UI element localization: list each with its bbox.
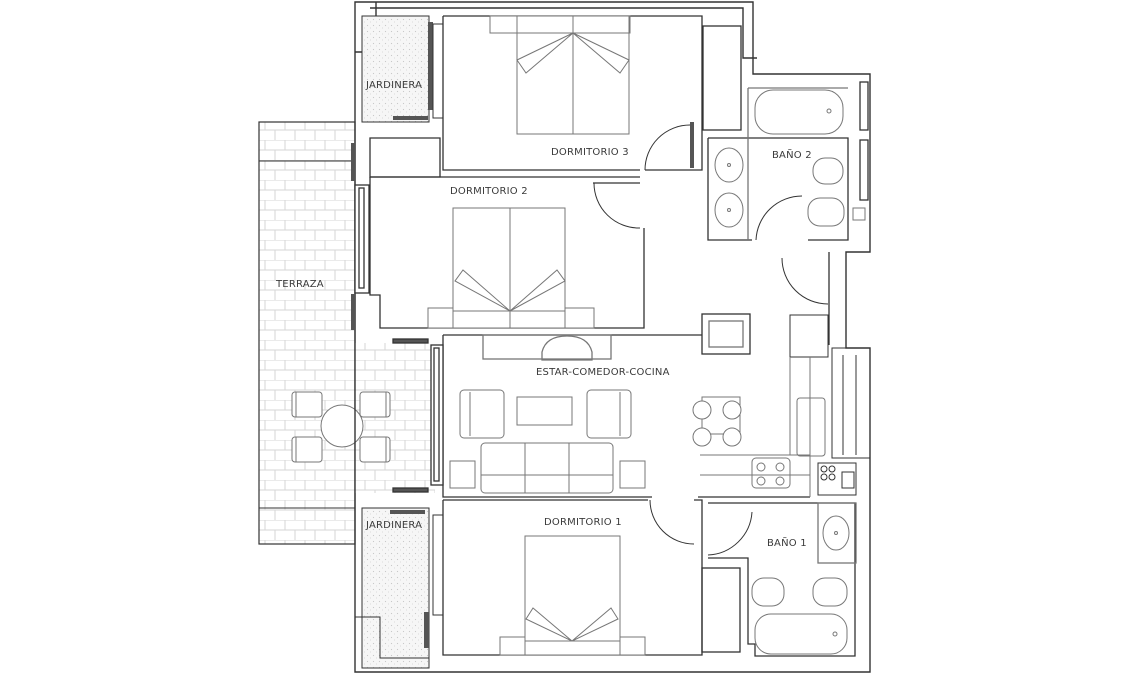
bed-dormitorio-1 [499,535,646,656]
jardinera-top [361,15,444,123]
label-terraza: TERRAZA [276,279,324,290]
kitchen [700,314,871,497]
label-dormitorio-3: DORMITORIO 3 [551,147,629,158]
bano-1-fixtures [751,515,850,655]
label-bano-1: BAÑO 1 [767,538,807,549]
room-bano-1 [708,502,857,657]
room-dormitorio-1 [442,499,741,656]
label-estar-comedor-cocina: ESTAR-COMEDOR-COCINA [536,367,670,378]
label-dormitorio-2: DORMITORIO 2 [450,186,528,197]
room-dormitorio-2 [354,137,645,329]
label-dormitorio-1: DORMITORIO 1 [544,517,622,528]
bed-dormitorio-2 [427,207,595,329]
label-jardinera-bottom: JARDINERA [366,520,423,531]
label-bano-2: BAÑO 2 [772,150,812,161]
room-estar-comedor-cocina [392,313,810,498]
terrace-table-set [291,391,391,463]
terraza [258,121,435,545]
jardinera-bottom [355,507,444,669]
room-bano-2 [707,81,869,241]
bano-2-fixtures [714,89,866,228]
bed-dormitorio-3 [489,15,631,135]
label-jardinera-top: JARDINERA [366,80,423,91]
living-furniture [449,389,742,494]
